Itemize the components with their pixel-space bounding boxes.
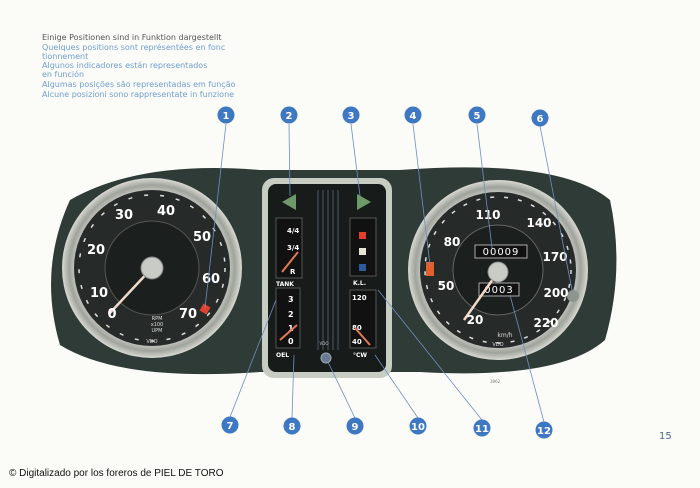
- callout-number: 8: [289, 422, 296, 433]
- speed-brand: VDO: [492, 342, 503, 348]
- callout-marker: [535, 421, 553, 439]
- callout-marker: [531, 109, 549, 127]
- tach-label-70: 70: [179, 307, 197, 322]
- speed-label-50: 50: [438, 279, 455, 293]
- speed-label-80: 80: [444, 235, 461, 249]
- caption-it: Alcune posizioni sono rappresentate in f…: [42, 90, 235, 99]
- center-brand: VDO: [320, 341, 329, 346]
- callout-marker: [217, 106, 235, 124]
- callout-marker: [342, 106, 360, 124]
- temp-gauge-label: °CW: [353, 352, 367, 359]
- callout-number: 11: [475, 424, 489, 435]
- speed-label-140: 140: [526, 216, 551, 230]
- fuel-label-full: 4/4: [287, 227, 299, 235]
- speed-label-220: 220: [533, 316, 558, 330]
- fuel-label-reserve: R: [290, 268, 296, 276]
- callout-number: 10: [411, 422, 425, 433]
- tachometer: 0 10 20 30 40 50 60 70 RPM x100 UPM VDO: [62, 178, 242, 358]
- caption-fr: Quelques positions sont représentées en …: [42, 43, 226, 61]
- fuel-label-3-4: 3/4: [287, 244, 299, 252]
- page-number: 15: [659, 431, 672, 442]
- tach-label-0: 0: [107, 307, 116, 322]
- scan-credit: © Digitalizado por los foreros de PIEL D…: [9, 468, 224, 479]
- speed-label-200: 200: [543, 286, 568, 300]
- oil-label-0: 0: [288, 337, 294, 346]
- callout-marker: [473, 419, 491, 437]
- callout-number: 7: [227, 421, 234, 432]
- speed-label-20: 20: [467, 313, 484, 327]
- oil-label-3: 3: [288, 295, 294, 304]
- figure-number: 3962: [490, 379, 501, 384]
- caption-es: Algunos indicadores están representados …: [42, 61, 208, 79]
- warning-light-white: [359, 248, 366, 255]
- speed-unit: km/h: [497, 332, 512, 339]
- oil-label-1: 1: [288, 324, 294, 333]
- tach-label-30: 30: [115, 208, 133, 223]
- trip-reset-knob[interactable]: [567, 290, 579, 302]
- tach-label-40: 40: [157, 204, 175, 219]
- callout-number: 3: [348, 111, 355, 122]
- odometer: 00009: [483, 247, 520, 258]
- tach-unit: x100: [151, 322, 164, 328]
- tach-unit: UPM: [152, 328, 163, 334]
- callout-marker: [409, 417, 427, 435]
- callout-number: 5: [474, 111, 481, 122]
- instrument-light-knob[interactable]: [320, 352, 332, 364]
- temp-label-120: 120: [352, 294, 367, 302]
- caption-pt: Algumas posições são representadas em fu…: [42, 80, 236, 89]
- callout-marker: [404, 106, 422, 124]
- tach-label-10: 10: [90, 286, 108, 301]
- warning-light-red: [359, 232, 366, 239]
- tach-label-50: 50: [193, 230, 211, 245]
- tach-brand: VDO: [146, 339, 157, 345]
- caption-de: Einige Positionen sind in Funktion darge…: [42, 33, 222, 42]
- turn-signal-left-icon: [282, 194, 296, 210]
- callout-number: 2: [286, 111, 293, 122]
- callout-marker: [346, 417, 364, 435]
- trip-odometer: 0003: [484, 285, 513, 296]
- center-gauge-panel: 4/4 3/4 R TANK 3 2 1 0 OEL K.L. 120 80 4…: [262, 178, 392, 378]
- callout-marker: [221, 416, 239, 434]
- temp-label-40: 40: [352, 338, 362, 346]
- callout-marker: [468, 106, 486, 124]
- speed-label-170: 170: [542, 250, 567, 264]
- callout-number: 1: [223, 111, 230, 122]
- callout-number: 6: [537, 114, 544, 125]
- oil-gauge-label: OEL: [276, 352, 289, 359]
- callout-marker: [280, 106, 298, 124]
- oil-label-2: 2: [288, 310, 294, 319]
- warning-lights-label: K.L.: [353, 280, 366, 287]
- tach-unit: RPM: [152, 316, 163, 322]
- warning-light-blue: [359, 264, 366, 271]
- fuel-gauge-label: TANK: [276, 281, 294, 288]
- callout-marker: [283, 417, 301, 435]
- tach-label-20: 20: [87, 243, 105, 258]
- callout-number: 4: [410, 111, 417, 122]
- temp-label-80: 80: [352, 324, 362, 332]
- speedometer: 00009 0003 20 50 80 110 140 170 200 220 …: [408, 180, 588, 360]
- callout-number: 9: [352, 422, 359, 433]
- callout-number: 12: [537, 426, 551, 437]
- tach-label-60: 60: [202, 272, 220, 287]
- turn-signal-right-icon: [357, 194, 371, 210]
